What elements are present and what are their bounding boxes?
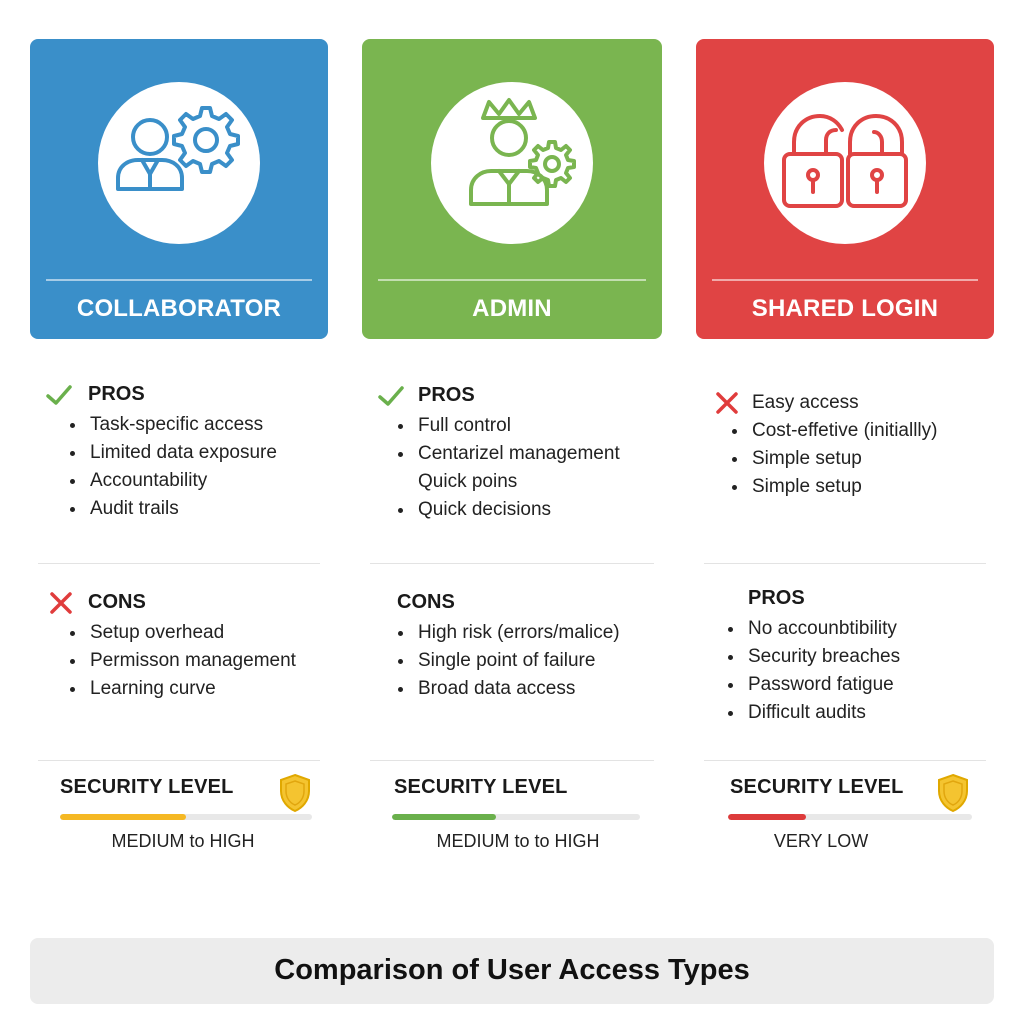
security-level-label: SECURITY LEVEL xyxy=(60,776,234,798)
list-item: Task-specific access xyxy=(30,411,328,439)
cons-heading: PROS xyxy=(748,587,805,609)
section-divider xyxy=(704,760,986,761)
list-item: Full control xyxy=(362,412,662,440)
header-card-shared-login: SHARED LOGIN xyxy=(696,39,994,339)
pros-section: Easy access Cost-effetive (initiallly) S… xyxy=(696,389,994,501)
list-item: Single point of failure xyxy=(362,647,662,675)
cons-list: High risk (errors/malice) Single point o… xyxy=(362,619,662,703)
footer-title: Comparison of User Access Types xyxy=(274,954,750,986)
list-item: Setup overhead xyxy=(30,619,328,647)
cross-icon xyxy=(50,592,72,614)
security-level: SECURITY LEVEL MEDIUM to HIGH xyxy=(30,768,328,868)
icon-circle xyxy=(431,82,593,244)
cons-heading: CONS xyxy=(88,591,146,613)
list-item: Difficult audits xyxy=(696,699,994,727)
crowned-user-gear-icon xyxy=(469,98,576,206)
security-level-bar-fill xyxy=(60,814,186,820)
section-heading: CONS xyxy=(30,589,328,617)
security-level: SECURITY LEVEL VERY LOW xyxy=(696,768,994,868)
shield-icon xyxy=(938,773,968,813)
check-icon xyxy=(46,385,72,405)
header-card-admin: ADMIN xyxy=(362,39,662,339)
section-divider xyxy=(370,760,654,761)
security-level-value: MEDIUM to to HIGH xyxy=(436,831,600,851)
security-level-value: VERY LOW xyxy=(773,831,869,851)
footer-banner: Comparison of User Access Types xyxy=(30,938,994,1004)
list-item: No accounbtibility xyxy=(696,615,994,643)
list-item: Limited data exposure xyxy=(30,439,328,467)
list-item: Permisson management xyxy=(30,647,328,675)
security-level: SECURITY LEVEL MEDIUM to to HIGH xyxy=(362,768,662,868)
pros-heading: PROS xyxy=(88,383,145,405)
user-gear-icon xyxy=(116,106,240,191)
cons-list: Setup overhead Permisson management Lear… xyxy=(30,619,328,703)
section-divider xyxy=(38,760,320,761)
pros-list: Task-specific access Limited data exposu… xyxy=(30,411,328,523)
list-item: Broad data access xyxy=(362,675,662,703)
section-divider xyxy=(370,563,654,564)
pros-section: PROS Task-specific access Limited data e… xyxy=(30,381,328,523)
list-item: Security breaches xyxy=(696,643,994,671)
security-level-label: SECURITY LEVEL xyxy=(394,776,568,798)
check-icon xyxy=(378,386,404,406)
cons-heading: CONS xyxy=(397,591,455,613)
security-level-bar xyxy=(392,814,640,820)
security-level-bar-fill xyxy=(392,814,497,820)
icon-circle xyxy=(98,82,260,244)
cons-list: No accounbtibility Security breaches Pas… xyxy=(696,615,994,727)
list-item: Password fatigue xyxy=(696,671,994,699)
list-item: Easy access xyxy=(696,389,994,417)
pros-list: Easy access Cost-effetive (initiallly) S… xyxy=(696,389,994,501)
section-heading: CONS xyxy=(362,589,662,617)
security-level-value: MEDIUM to HIGH xyxy=(111,831,255,851)
section-heading: PROS xyxy=(362,382,662,410)
header-card-collaborator: COLLABORATOR xyxy=(30,39,328,339)
header-divider xyxy=(712,279,978,281)
linked-padlocks-icon xyxy=(782,114,908,208)
section-divider xyxy=(704,563,986,564)
list-item: Simple setup xyxy=(696,473,994,501)
pros-section: PROS Full control Centarizel management … xyxy=(362,382,662,524)
security-level-label: SECURITY LEVEL xyxy=(730,776,904,798)
header-divider xyxy=(46,279,312,281)
column-shared-login: SHARED LOGIN Easy access Cost-effetive (… xyxy=(696,0,994,880)
header-title: SHARED LOGIN xyxy=(751,295,939,322)
security-level-bar xyxy=(60,814,312,820)
cons-section: CONS High risk (errors/malice) Single po… xyxy=(362,589,662,703)
security-level-bar-fill xyxy=(728,814,807,820)
cons-section: CONS Setup overhead Permisson management… xyxy=(30,589,328,703)
list-item: Simple setup xyxy=(696,445,994,473)
list-item: Quick decisions xyxy=(362,496,662,524)
list-item: Learning curve xyxy=(30,675,328,703)
column-admin: ADMIN PROS Full control Centarizel manag… xyxy=(362,0,662,880)
header-divider xyxy=(378,279,646,281)
section-heading: PROS xyxy=(30,381,328,409)
header-title: ADMIN xyxy=(472,295,552,322)
list-item: Accountability xyxy=(30,467,328,495)
icon-circle xyxy=(764,82,926,244)
cons-section: PROS No accounbtibility Security breache… xyxy=(696,585,994,727)
header-title: COLLABORATOR xyxy=(76,295,282,322)
cross-icon xyxy=(716,392,738,414)
security-level-bar xyxy=(728,814,972,820)
list-item: Quick poins xyxy=(418,471,518,492)
list-item: High risk (errors/malice) xyxy=(362,619,662,647)
shield-icon xyxy=(280,773,310,813)
pros-list: Full control Centarizel management Quick… xyxy=(362,412,662,524)
section-heading: PROS xyxy=(696,585,994,613)
list-item: Centarizel management xyxy=(362,440,662,468)
pros-heading: PROS xyxy=(418,384,475,406)
section-divider xyxy=(38,563,320,564)
column-collaborator: COLLABORATOR PROS Task-specific access L… xyxy=(30,0,328,880)
list-item: Cost-effetive (initiallly) xyxy=(696,417,994,445)
list-item: Audit trails xyxy=(30,495,328,523)
